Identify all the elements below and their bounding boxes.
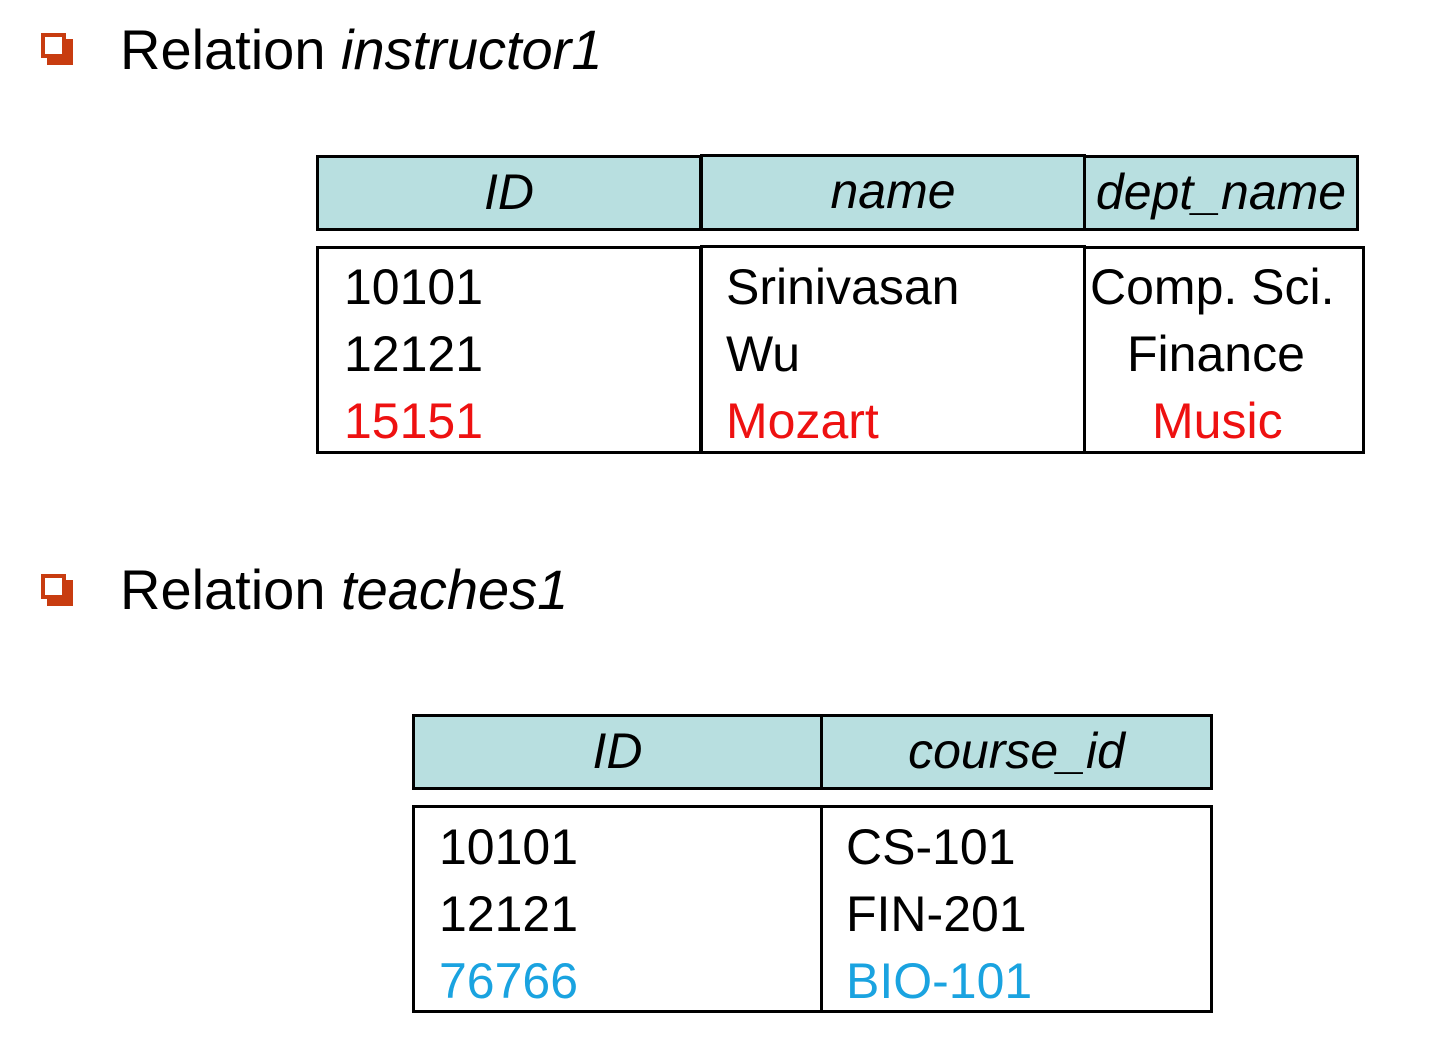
- column-header-id: ID: [412, 714, 823, 790]
- column-header-dept-name: dept_name: [1083, 155, 1359, 231]
- heading-label: Relation: [120, 18, 326, 81]
- table-cell-highlighted: 76766: [439, 953, 579, 1009]
- section-heading-instructor1: Relation instructor1: [120, 22, 602, 78]
- column-header-name: name: [700, 154, 1086, 231]
- column-body-id: 10101 12121 15151: [316, 246, 702, 454]
- heading-label: Relation: [120, 558, 326, 621]
- column-body-name: Srinivasan Wu Mozart: [700, 245, 1086, 454]
- bullet-square-icon: [41, 33, 75, 67]
- bullet-square-icon: [41, 574, 75, 608]
- table-cell: 12121: [344, 326, 484, 382]
- table-cell: Comp. Sci.: [1090, 259, 1335, 315]
- relation-name: teaches1: [341, 558, 569, 621]
- table-cell-highlighted: Mozart: [726, 393, 879, 449]
- column-body-course-id: CS-101 FIN-201 BIO-101: [820, 805, 1213, 1013]
- table-cell: Srinivasan: [726, 259, 960, 315]
- relation-name: instructor1: [341, 18, 603, 81]
- table-cell-highlighted: BIO-101: [846, 953, 1033, 1009]
- column-body-dept-name: Comp. Sci. Finance Music: [1083, 246, 1365, 454]
- table-cell: 10101: [344, 259, 484, 315]
- table-cell: 12121: [439, 886, 579, 942]
- table-cell-highlighted: 15151: [344, 393, 484, 449]
- table-cell-highlighted: Music: [1152, 393, 1283, 449]
- column-body-id: 10101 12121 76766: [412, 805, 823, 1013]
- table-cell: Finance: [1127, 326, 1305, 382]
- table-cell: CS-101: [846, 819, 1016, 875]
- table-cell: FIN-201: [846, 886, 1027, 942]
- table-cell: 10101: [439, 819, 579, 875]
- table-cell: Wu: [726, 326, 801, 382]
- section-heading-teaches1: Relation teaches1: [120, 562, 568, 618]
- column-header-course-id: course_id: [820, 714, 1213, 790]
- column-header-id: ID: [316, 155, 702, 231]
